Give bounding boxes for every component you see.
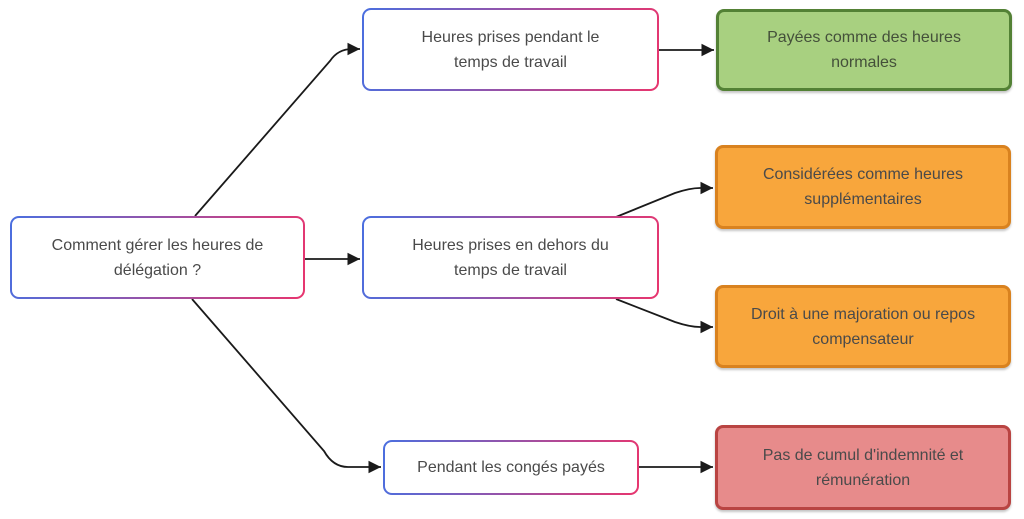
node-outcome-increase-or-rest-label: Droit à une majoration ou repos compensa… — [750, 305, 976, 348]
node-outside-work-label: Heures prises en dehors du temps de trav… — [412, 236, 609, 279]
node-outcome-paid-normal-label: Payées comme des heures normales — [767, 29, 961, 71]
node-outside-work-body: Heures prises en dehors du temps de trav… — [364, 218, 657, 297]
node-during-work-label: Heures prises pendant le temps de travai… — [421, 28, 600, 71]
node-outcome-increase-or-rest: Droit à une majoration ou repos compensa… — [715, 285, 1011, 368]
node-outcome-paid-normal: Payées comme des heures normales — [716, 9, 1012, 91]
node-paid-leave-body: Pendant les congés payés — [385, 442, 637, 493]
node-paid-leave-label: Pendant les congés payés — [417, 459, 605, 476]
arrow-outside-work-to-increase-or-rest — [615, 298, 713, 334]
node-outcome-overtime: Considérées comme heures supplémentaires — [715, 145, 1011, 229]
node-root-question: Comment gérer les heures de délégation ? — [10, 216, 305, 299]
node-outcome-no-cumulation-label: Pas de cumul d'indemnité et rémunération — [762, 446, 964, 489]
node-root-question-body: Comment gérer les heures de délégation ? — [12, 218, 303, 297]
node-paid-leave: Pendant les congés payés — [383, 440, 639, 495]
node-outcome-no-cumulation: Pas de cumul d'indemnité et rémunération — [715, 425, 1011, 510]
node-outcome-overtime-label: Considérées comme heures supplémentaires — [762, 166, 964, 208]
arrow-root-to-paid-leave — [191, 298, 381, 474]
node-root-question-label: Comment gérer les heures de délégation ? — [51, 236, 264, 279]
arrow-root-to-during-work — [194, 42, 360, 217]
node-outside-work: Heures prises en dehors du temps de trav… — [362, 216, 659, 299]
arrow-outside-work-to-overtime — [615, 181, 713, 218]
node-during-work: Heures prises pendant le temps de travai… — [362, 8, 659, 91]
node-during-work-body: Heures prises pendant le temps de travai… — [364, 10, 657, 89]
